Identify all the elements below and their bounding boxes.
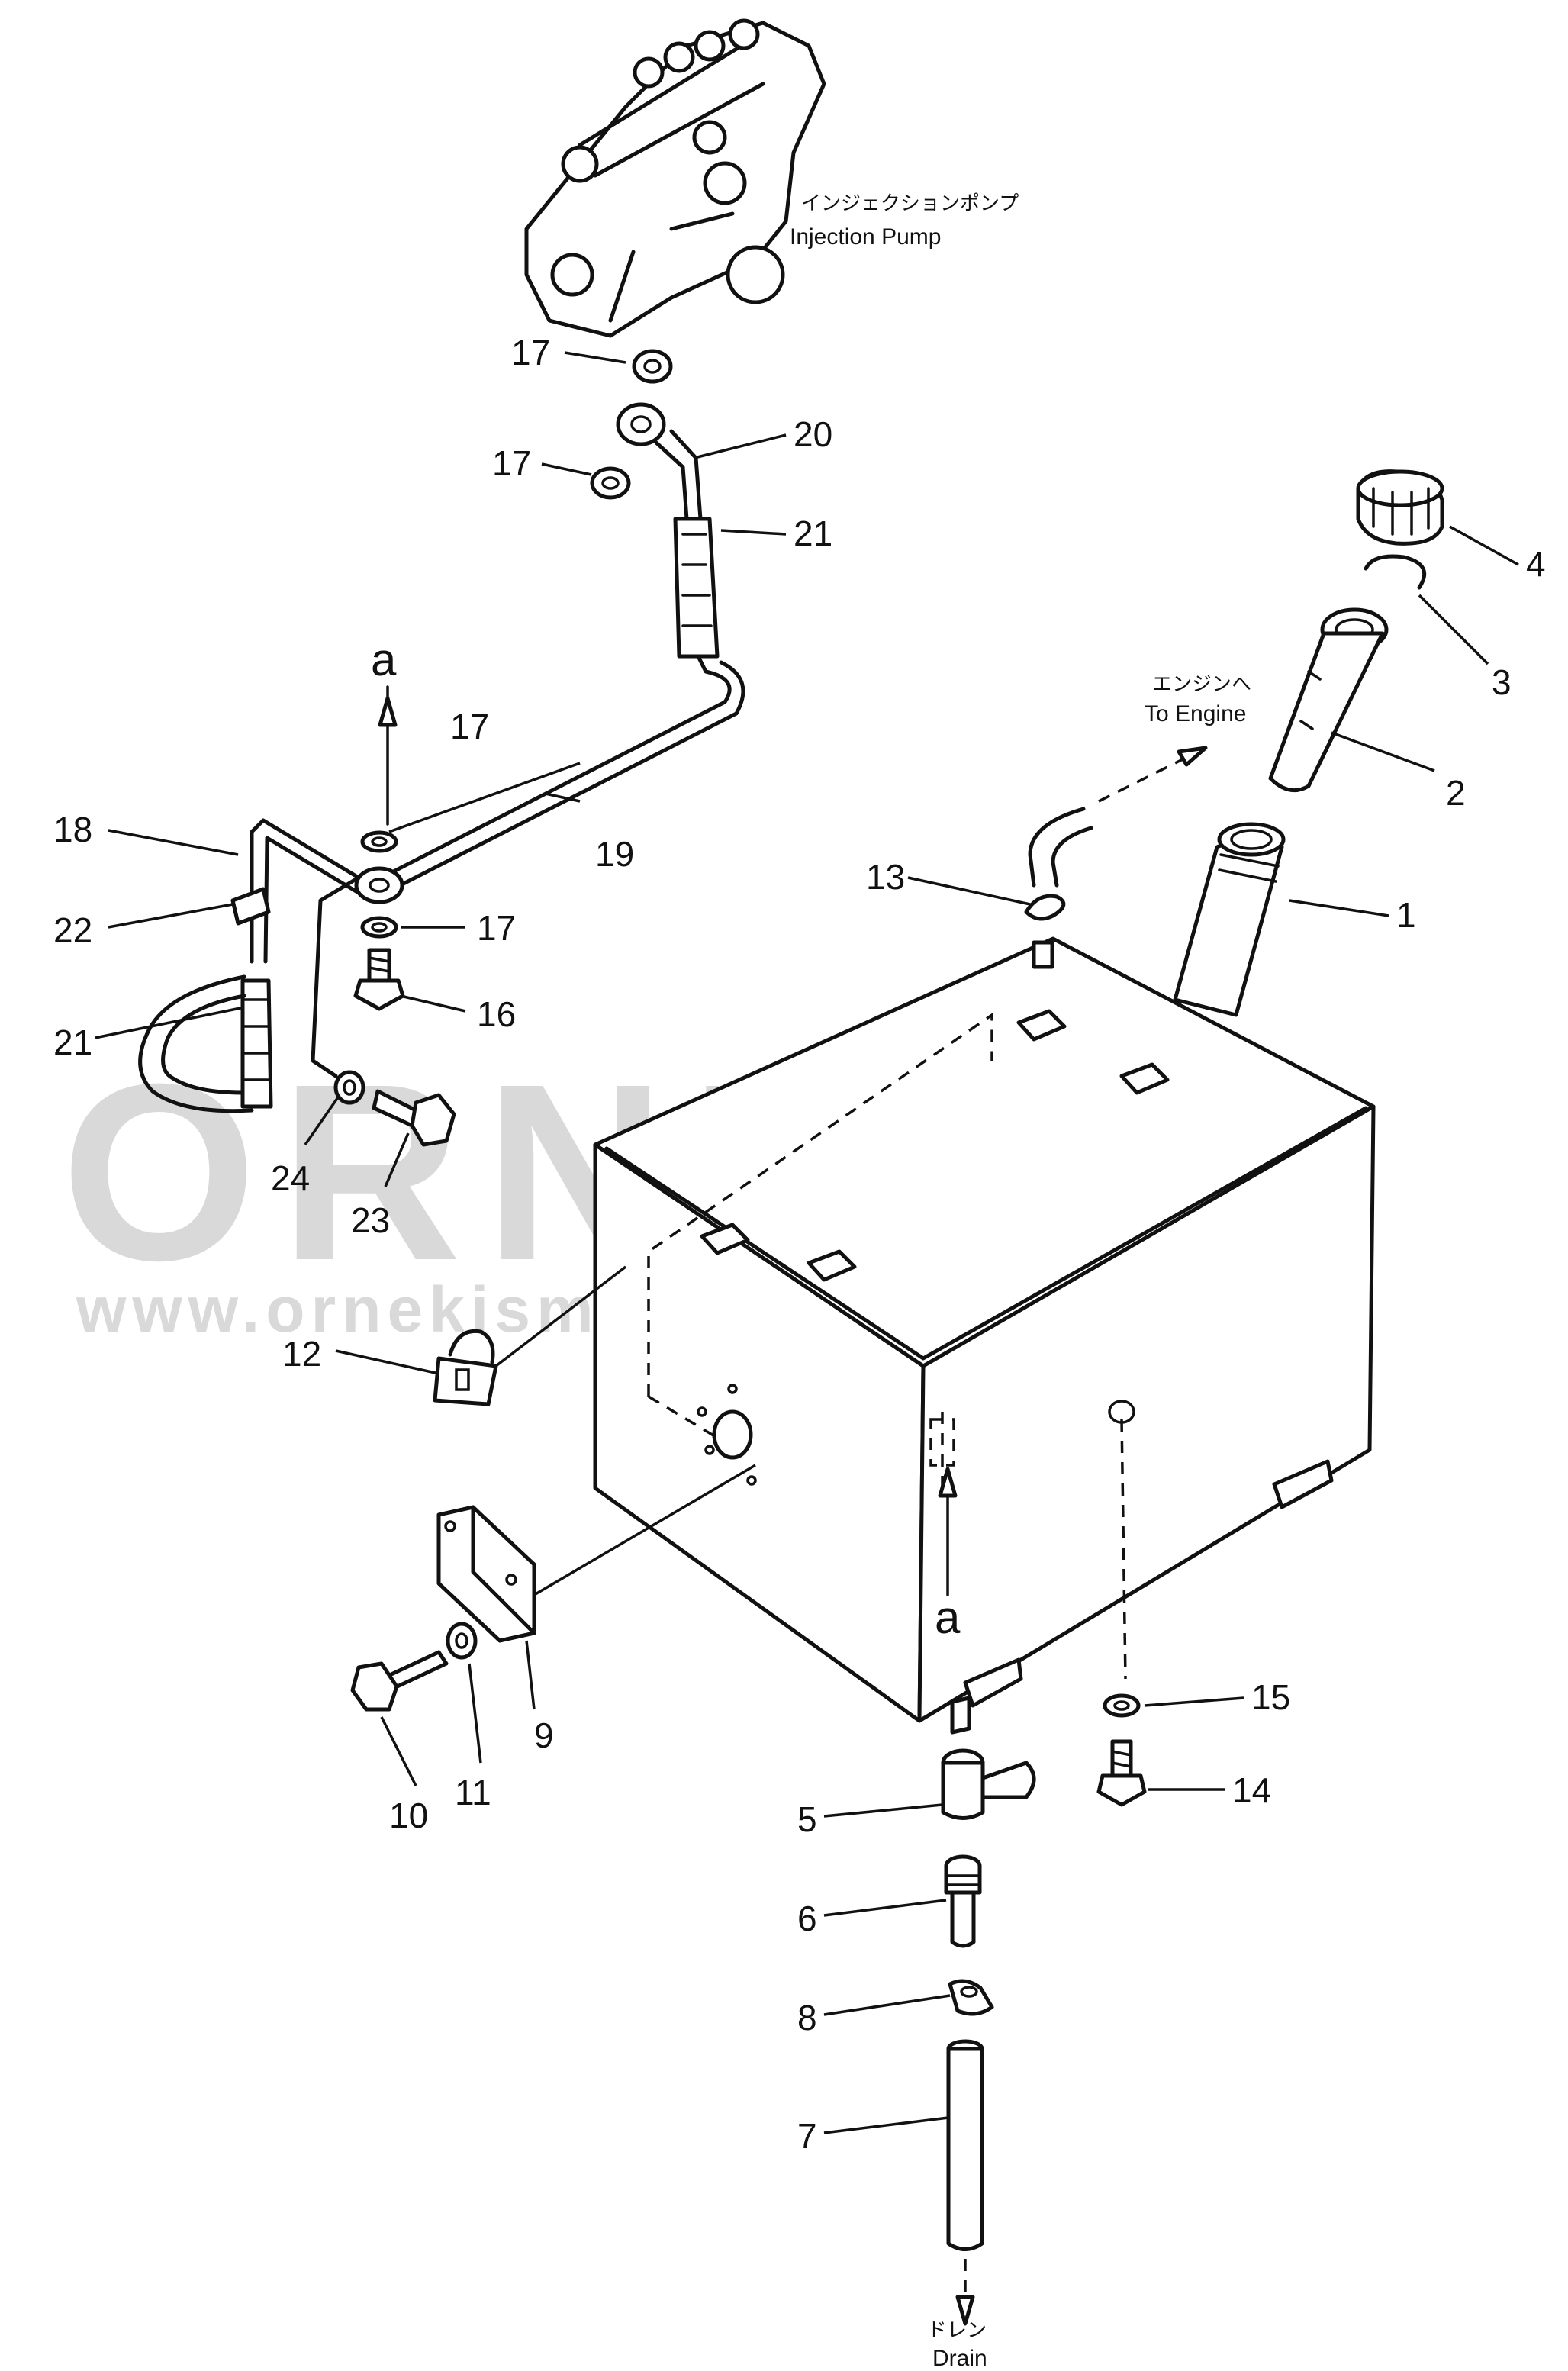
label-13: 13	[866, 857, 905, 897]
view-mark-bottom: a	[935, 1592, 961, 1643]
drain-plug-6	[944, 1854, 982, 1948]
hose-21-lower	[138, 974, 273, 1113]
washer-17-mid	[360, 830, 398, 853]
washer-11	[446, 1622, 478, 1660]
filler-cap-4	[1356, 469, 1444, 546]
fuel-tank	[593, 822, 1376, 1735]
to-engine-caption: To Engine	[1145, 701, 1246, 726]
label-17-low: 17	[477, 908, 516, 948]
label-6: 6	[797, 1899, 817, 1938]
clamp-8	[948, 1979, 994, 2016]
label-24: 24	[271, 1158, 310, 1198]
label-17-upper: 17	[492, 443, 531, 483]
banjo-fitting-20	[616, 402, 703, 521]
label-8: 8	[797, 1998, 817, 2038]
hose-21-upper	[673, 517, 720, 659]
cover-plate-9	[436, 1505, 536, 1643]
label-21-lower: 21	[53, 1023, 92, 1062]
padlock-12	[433, 1329, 498, 1406]
fuel-pipe-19	[379, 654, 732, 880]
view-arrow-bottom	[938, 1467, 958, 1498]
to-engine-arrow	[1177, 746, 1208, 767]
strainer-2	[1268, 607, 1389, 793]
injection-pump-caption-jp: インジェクションポンプ	[801, 192, 1019, 215]
drain-valve-5	[941, 1748, 1036, 1820]
label-14: 14	[1232, 1770, 1271, 1810]
label-19: 19	[595, 834, 634, 874]
label-4: 4	[1526, 544, 1546, 584]
bolt-10	[350, 1650, 449, 1712]
label-15: 15	[1251, 1677, 1290, 1717]
label-10: 10	[389, 1796, 428, 1835]
label-18: 18	[53, 810, 92, 849]
label-2: 2	[1446, 773, 1466, 813]
label-16: 16	[477, 994, 516, 1034]
banjo-bolt-16	[353, 948, 405, 1011]
drain-hose-7	[946, 2039, 984, 2251]
return-hose	[1028, 807, 1086, 888]
banjo-fitting-lower	[354, 866, 404, 904]
label-7: 7	[797, 2116, 817, 2156]
label-1: 1	[1396, 895, 1416, 935]
label-17-mid: 17	[450, 707, 489, 746]
label-5: 5	[797, 1799, 817, 1839]
view-mark-top: a	[371, 634, 397, 685]
label-12: 12	[282, 1334, 321, 1374]
part-numbers: 17 17 20 21 4 3 2 1 13 17 19 18 22 17 16…	[53, 333, 1546, 2156]
clip-22	[230, 887, 271, 926]
hose-clamp-13	[1024, 894, 1066, 921]
washer-17-low	[360, 916, 398, 939]
washer-17-top	[632, 349, 673, 384]
injection-pump	[524, 18, 826, 338]
to-engine-flow-line	[1098, 754, 1191, 803]
injection-pump-caption: Injection Pump	[790, 224, 941, 250]
bolt-14	[1096, 1739, 1147, 1807]
label-9: 9	[534, 1715, 554, 1755]
drain-caption-jp: ドレン	[927, 2319, 987, 2342]
to-engine-caption-jp: エンジンへ	[1152, 673, 1251, 696]
washer-24	[333, 1070, 365, 1105]
label-17-top: 17	[511, 333, 550, 372]
label-22: 22	[53, 910, 92, 950]
label-20: 20	[794, 414, 832, 454]
view-arrow-top	[378, 696, 398, 727]
snap-ring-3	[1364, 554, 1427, 590]
drain-arrow	[955, 2295, 975, 2326]
label-21-upper: 21	[794, 514, 832, 553]
washer-15	[1103, 1693, 1141, 1718]
label-23: 23	[351, 1200, 390, 1240]
label-3: 3	[1492, 662, 1512, 702]
leader-lines	[95, 351, 1519, 2134]
drain-caption: Drain	[932, 2346, 987, 2371]
washer-17-upper	[590, 466, 631, 500]
bolt-23	[372, 1089, 456, 1147]
label-11: 11	[455, 1773, 491, 1812]
